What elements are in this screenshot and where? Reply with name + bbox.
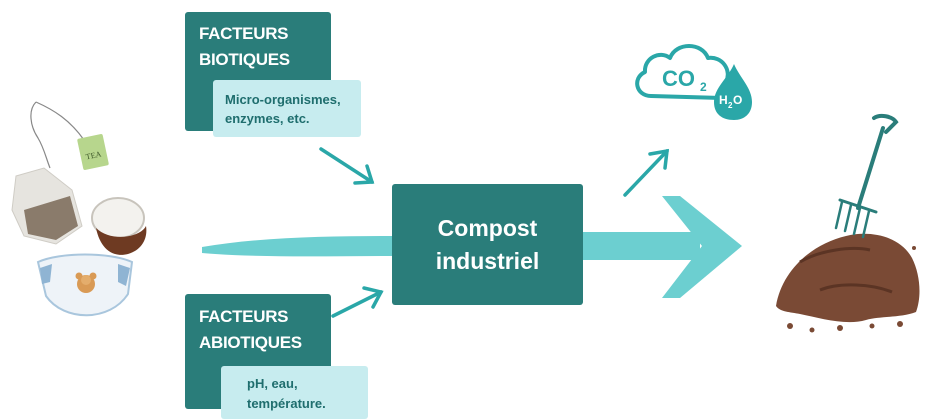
center-label-line-1: Compost [437,214,538,241]
coffee-capsule-icon [91,197,147,255]
diaper-icon [36,253,134,317]
h2o-label-h: H [719,93,728,107]
biotic-detail-line-1: Micro-organismes, [225,92,341,107]
biotic-detail-line-2: enzymes, etc. [225,111,310,126]
abiotic-factors-detail-box: pH, eau, température. [221,366,368,419]
co2-label: CO [662,66,695,91]
co2-subscript: 2 [700,80,707,94]
abiotic-detail-line-2: température. [247,396,326,411]
output-arrow [623,148,670,197]
h2o-label-o: O [733,93,742,107]
abiotic-title-line-1: FACTEURS [199,307,289,326]
water-drop-icon [714,64,752,120]
abiotic-detail-line-1: pH, eau, [247,376,298,391]
abiotic-title-line-2: ABIOTIQUES [199,333,302,352]
biotic-title-line-2: BIOTIQUES [199,50,290,69]
biotic-title-line-1: FACTEURS [199,24,289,43]
tea-bag-icon [11,101,109,245]
biotic-arrow [319,147,375,185]
center-label-line-2: industriel [435,247,540,274]
tea-tag-label: TEA [85,149,102,161]
pitchfork-icon [834,113,899,239]
biotic-factors-detail-box: Micro-organismes, enzymes, etc. [213,80,361,137]
compost-pile-icon [776,233,920,333]
h2o-label-sub: 2 [728,101,733,110]
abiotic-arrow [331,286,384,318]
main-flow-arrow [202,196,742,298]
industrial-compost-box: Compost industriel [392,184,583,305]
